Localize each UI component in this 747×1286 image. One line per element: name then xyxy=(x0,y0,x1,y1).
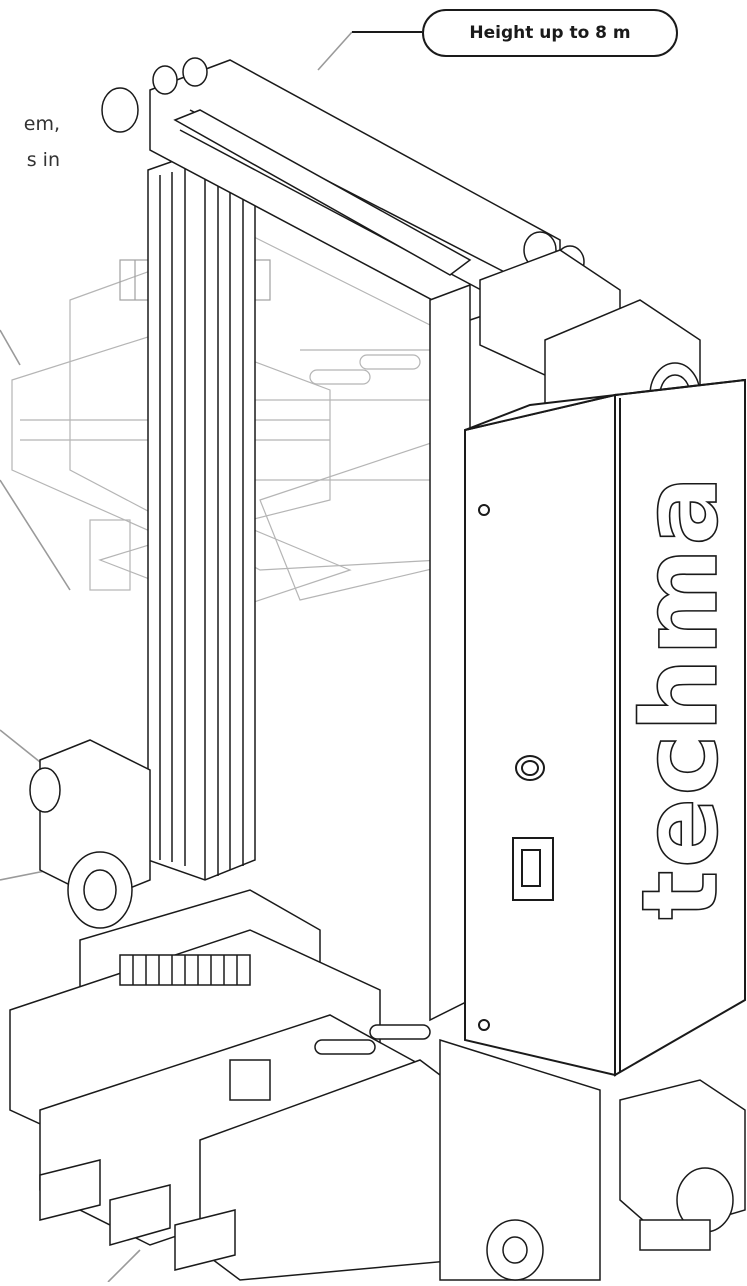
height-callout: Height up to 8 m xyxy=(422,9,678,57)
leader-line-top xyxy=(317,31,353,71)
leader-line-left-2 xyxy=(0,479,71,591)
cabinet-wordmark: techma xyxy=(619,474,741,920)
side-text-line-1: em, xyxy=(23,113,60,135)
top-beam xyxy=(101,57,585,321)
lower-carriage xyxy=(9,889,461,1281)
bottom-right-drives xyxy=(439,1038,746,1281)
drag-chain xyxy=(119,954,251,986)
vertical-column xyxy=(147,149,256,881)
leader-lines xyxy=(0,31,422,1283)
side-text-line-2: s in xyxy=(26,149,60,171)
lower-left-motor xyxy=(29,739,151,929)
cabinet-switch xyxy=(512,837,554,901)
electrical-cabinet xyxy=(464,378,746,1077)
leader-line-bottom xyxy=(107,1249,141,1283)
leader-line-left-1 xyxy=(0,329,21,366)
cabinet-knob xyxy=(515,755,545,781)
height-callout-label: Height up to 8 m xyxy=(469,23,631,43)
